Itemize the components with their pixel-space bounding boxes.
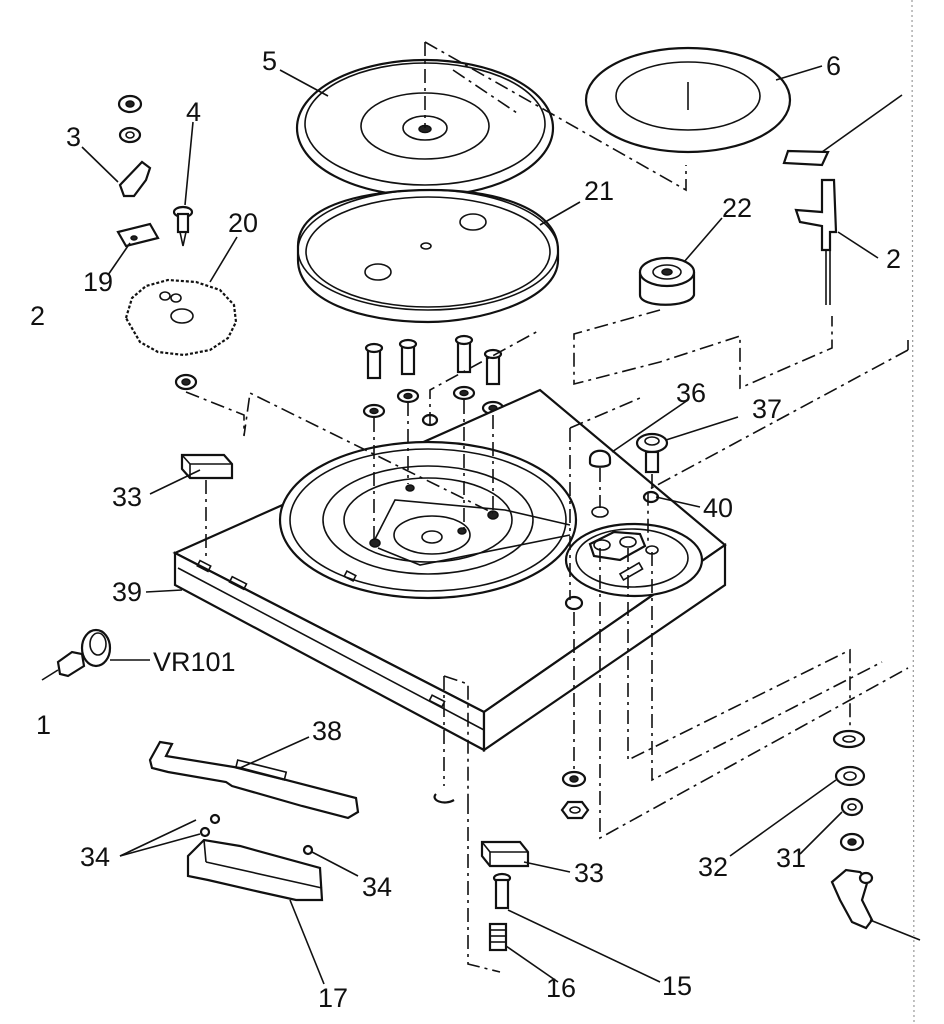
callout-20: 20 xyxy=(228,208,258,238)
ring-part-40 xyxy=(642,490,660,504)
callout-33-bottom: 33 xyxy=(574,858,604,888)
spring-part-16 xyxy=(488,922,508,952)
callout-40: 40 xyxy=(703,493,733,523)
callout-36: 36 xyxy=(676,378,706,408)
callout-6: 6 xyxy=(826,51,841,81)
washer-set xyxy=(362,385,505,427)
callout-labels: 1 2 2 3 4 5 6 15 16 17 19 20 21 22 31 32… xyxy=(30,46,901,1013)
callout-15: 15 xyxy=(662,971,692,1001)
callout-33-top: 33 xyxy=(112,482,142,512)
callout-3: 3 xyxy=(66,122,81,152)
nut-washer-stack xyxy=(560,770,590,820)
pulley-part-22 xyxy=(638,256,696,306)
callout-19: 19 xyxy=(83,267,113,297)
shaft-part-15 xyxy=(492,872,512,910)
bracket-part-19 xyxy=(116,222,160,248)
callout-16: 16 xyxy=(546,973,576,1003)
knob-part-37 xyxy=(635,432,669,474)
alignment-lines xyxy=(185,41,909,973)
leader-lines xyxy=(81,65,921,985)
callout-vr101: VR101 xyxy=(153,647,236,677)
lever-part-38 xyxy=(148,740,360,820)
chassis-base-part-39 xyxy=(172,388,727,753)
bracket-bottom-right xyxy=(830,868,874,930)
callout-22: 22 xyxy=(722,193,752,223)
washer-stack-part-3 xyxy=(117,94,152,198)
callout-31: 31 xyxy=(776,843,806,873)
gear-part-20 xyxy=(124,278,238,357)
callout-34-left: 34 xyxy=(80,842,110,872)
callout-5: 5 xyxy=(262,46,277,76)
callout-4: 4 xyxy=(186,97,201,127)
washer-under-gear xyxy=(174,373,198,391)
foot-block-part-33-top xyxy=(180,453,234,480)
foot-block-part-33-bottom xyxy=(480,840,530,868)
platter-part-21 xyxy=(296,188,560,324)
pin-screw-part-4 xyxy=(172,205,194,247)
callout-32: 32 xyxy=(698,852,728,882)
callout-1: 1 xyxy=(36,710,51,740)
belt-ring-part-6 xyxy=(584,46,792,154)
callout-34-right: 34 xyxy=(362,872,392,902)
callout-38: 38 xyxy=(312,716,342,746)
callout-2-right: 2 xyxy=(886,244,901,274)
callout-39: 39 xyxy=(112,577,142,607)
cap-part-36 xyxy=(588,449,612,468)
arm-lever-part-2 xyxy=(794,178,838,305)
callout-21: 21 xyxy=(584,176,614,206)
pin-parts-34 xyxy=(199,813,314,856)
potentiometer-vr101 xyxy=(41,628,112,681)
screw-set xyxy=(364,334,503,386)
small-tab-part xyxy=(782,149,830,167)
callout-17: 17 xyxy=(318,983,348,1013)
bracket-part-17 xyxy=(186,838,324,902)
scan-edge xyxy=(911,0,915,1024)
callout-2-left: 2 xyxy=(30,301,45,331)
e-clip xyxy=(433,793,455,804)
callout-37: 37 xyxy=(752,394,782,424)
washer-stack-parts-31-32 xyxy=(832,729,866,852)
